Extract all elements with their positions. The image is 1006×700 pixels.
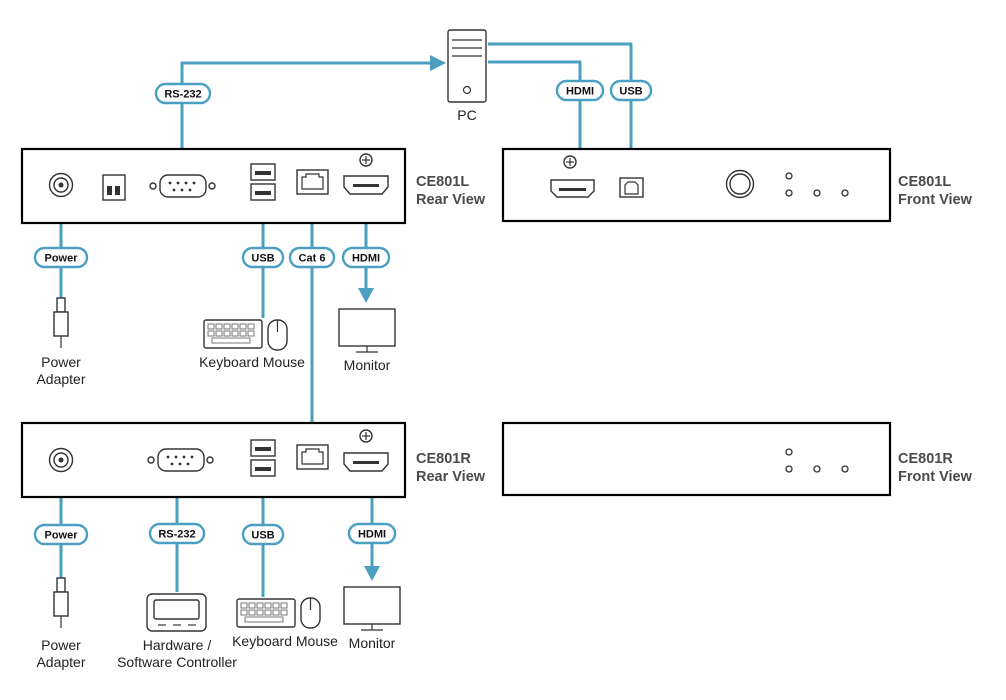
svg-text:HDMI: HDMI xyxy=(358,529,386,541)
led-indicator xyxy=(813,189,821,197)
r-controller-label: Hardware / xyxy=(143,637,212,653)
ce801l-front-panel xyxy=(501,147,892,223)
l-power-adapter-icon xyxy=(53,297,69,348)
pc-usb-cable xyxy=(488,42,633,178)
usb-a-ports-icon xyxy=(250,439,276,477)
r-monitor-icon xyxy=(343,586,401,631)
ce801l-front-title: CE801L xyxy=(898,174,951,190)
rs232-cable-to-pc xyxy=(180,61,432,177)
svg-text:HDMI: HDMI xyxy=(566,86,594,98)
led-indicator xyxy=(785,448,793,456)
controller-icon xyxy=(146,593,207,632)
r-controller-label-line2: Software Controller xyxy=(117,654,237,670)
svg-text:Power: Power xyxy=(44,253,78,265)
cable-labels: RS-232 HDMI USB Power USB Cat 6 HDMI Po xyxy=(33,79,653,546)
ce801r-front-title: CE801R xyxy=(898,451,953,467)
rs232-port-icon xyxy=(149,174,216,198)
svg-text:Power: Power xyxy=(44,530,78,542)
svg-text:RS-232: RS-232 xyxy=(164,89,201,101)
svg-text:RS-232: RS-232 xyxy=(158,529,195,541)
led-indicator xyxy=(785,189,793,197)
svg-text:USB: USB xyxy=(251,530,274,542)
ce801r-rear-panel xyxy=(20,421,407,499)
cat6-badge: Cat 6 xyxy=(288,246,336,269)
rs232-pc-badge: RS-232 xyxy=(154,82,212,105)
l-monitor-label: Monitor xyxy=(344,357,391,373)
ce801l-front-subtitle: Front View xyxy=(898,192,973,208)
r-power-adapter-label-line2: Adapter xyxy=(36,654,85,670)
r-keyboard-mouse-label: Keyboard Mouse xyxy=(232,633,338,649)
rs232-port-icon xyxy=(147,448,214,472)
r-hdmi-arrow-icon xyxy=(364,566,380,581)
l-monitor-icon xyxy=(338,308,396,353)
rs232-arrow-icon xyxy=(430,55,446,71)
svg-text:HDMI: HDMI xyxy=(352,253,380,265)
power-jack-icon xyxy=(48,447,74,473)
push-button-icon xyxy=(725,169,755,199)
led-indicator xyxy=(841,465,849,473)
keyboard-icon xyxy=(236,598,296,628)
power-jack-icon xyxy=(48,172,74,198)
pc-label: PC xyxy=(457,107,476,123)
l-hdmi-badge: HDMI xyxy=(341,246,391,269)
led-indicator xyxy=(785,465,793,473)
l-power-adapter-label: Power xyxy=(41,354,81,370)
r-usb-badge: USB xyxy=(241,523,285,546)
ce801r-front-panel xyxy=(501,421,892,497)
r-monitor-label: Monitor xyxy=(349,635,396,651)
hdmi-port-icon xyxy=(343,153,389,195)
led-indicator xyxy=(841,189,849,197)
ce801l-rear-panel xyxy=(20,147,407,225)
pc-hdmi-badge: HDMI xyxy=(555,79,605,102)
svg-text:Cat 6: Cat 6 xyxy=(299,253,326,265)
ce801r-front-subtitle: Front View xyxy=(898,469,973,485)
rj45-port-icon xyxy=(296,169,329,195)
mouse-icon xyxy=(267,319,288,351)
r-hdmi-badge: HDMI xyxy=(347,522,397,545)
r-rs232-badge: RS-232 xyxy=(148,522,206,545)
l-hdmi-arrow-icon xyxy=(358,288,374,303)
svg-text:USB: USB xyxy=(251,253,274,265)
r-power-adapter-icon xyxy=(53,577,69,628)
led-indicator xyxy=(813,465,821,473)
keyboard-icon xyxy=(203,319,263,349)
l-power-badge: Power xyxy=(33,246,89,269)
pc-usb-badge: USB xyxy=(609,79,653,102)
hdmi-port-icon xyxy=(343,429,389,472)
usb-a-ports-icon xyxy=(250,163,276,201)
svg-text:USB: USB xyxy=(619,86,642,98)
r-power-adapter-label: Power xyxy=(41,637,81,653)
ce801r-rear-subtitle: Rear View xyxy=(416,469,486,485)
ce801r-rear-title: CE801R xyxy=(416,451,471,467)
l-usb-badge: USB xyxy=(241,246,285,269)
usb-b-port-icon xyxy=(619,177,644,198)
mouse-icon xyxy=(300,597,321,629)
l-keyboard-mouse-label: Keyboard Mouse xyxy=(199,354,305,370)
rj45-port-icon xyxy=(296,444,329,470)
hdmi-port-icon xyxy=(550,155,595,198)
r-power-badge: Power xyxy=(33,523,89,546)
dip-switch-icon xyxy=(102,174,126,201)
led-indicator xyxy=(785,172,793,180)
l-power-adapter-label-line2: Adapter xyxy=(36,371,85,387)
pc-tower-icon xyxy=(447,29,487,103)
ce801l-rear-subtitle: Rear View xyxy=(416,192,486,208)
pc-hdmi-cable xyxy=(488,60,582,164)
ce801l-rear-title: CE801L xyxy=(416,174,469,190)
